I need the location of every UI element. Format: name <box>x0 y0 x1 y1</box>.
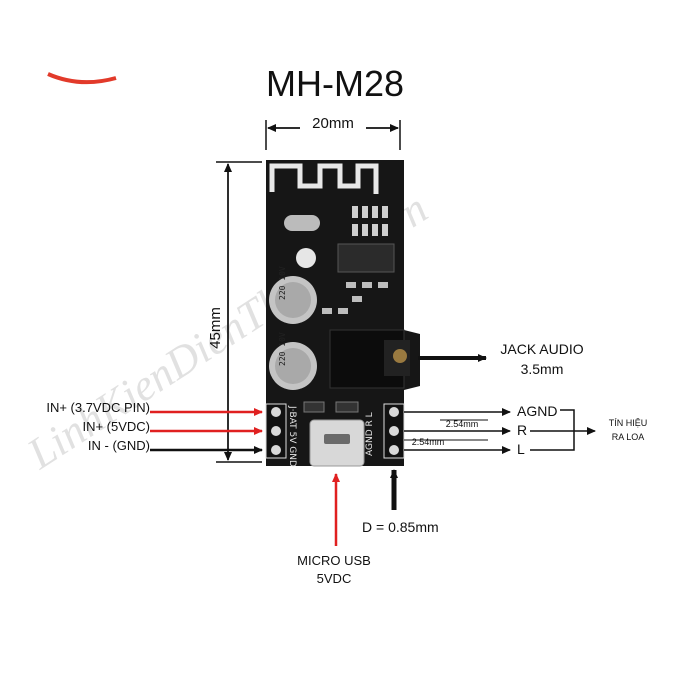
left-header-pins <box>265 403 287 459</box>
pitch-label-1: 2.54mm <box>446 419 479 429</box>
speaker-bracket <box>530 409 596 451</box>
capacitor-top: 220 10V <box>269 266 317 324</box>
resistor-array <box>352 206 388 236</box>
input-arrows <box>150 408 263 454</box>
pcb-board: 220 10V 220 10V J·BAT 5V GND AGND R L <box>265 160 420 467</box>
signal-label: TÍN HIỆU <box>609 418 648 428</box>
antenna-trace <box>269 163 379 194</box>
ic-chip <box>337 243 395 273</box>
usb-label: MICRO USB <box>297 553 371 568</box>
width-label: 20mm <box>312 115 354 132</box>
height-dimension: 45mm <box>207 161 262 463</box>
crystal <box>284 215 320 231</box>
jack-callout: JACK AUDIO 3.5mm <box>418 341 584 377</box>
pin-diameter-label: D = 0.85mm <box>362 519 439 535</box>
svg-text:220 10V: 220 10V <box>278 266 287 300</box>
input-label-5v: IN+ (5VDC) <box>82 419 150 434</box>
height-label: 45mm <box>207 307 224 349</box>
right-header-silkscreen: AGND R L <box>365 412 375 456</box>
smd-pads <box>322 282 388 314</box>
test-pad <box>296 248 316 268</box>
jack-label: JACK AUDIO <box>500 341 583 357</box>
page-title: MH-M28 <box>266 63 404 104</box>
left-header-silkscreen: J·BAT 5V GND <box>287 405 297 467</box>
usb-voltage-label: 5VDC <box>317 571 352 586</box>
output-arrows <box>404 408 511 454</box>
speaker-label: RA LOA <box>612 432 645 442</box>
jack-size-label: 3.5mm <box>521 361 564 377</box>
width-dimension: 20mm <box>265 113 401 150</box>
capacitor-bottom: 220 10V <box>269 332 317 390</box>
output-label-l: L <box>517 441 525 457</box>
logo-swoosh <box>47 72 117 85</box>
output-label-agnd: AGND <box>517 403 557 419</box>
output-label-r: R <box>517 422 527 438</box>
pitch-label-2: 2.54mm <box>412 437 445 447</box>
right-header-pins <box>383 403 405 459</box>
input-label-bat: IN+ (3.7VDC PIN) <box>46 400 150 415</box>
input-label-gnd: IN - (GND) <box>88 438 150 453</box>
svg-text:220 10V: 220 10V <box>278 332 287 366</box>
